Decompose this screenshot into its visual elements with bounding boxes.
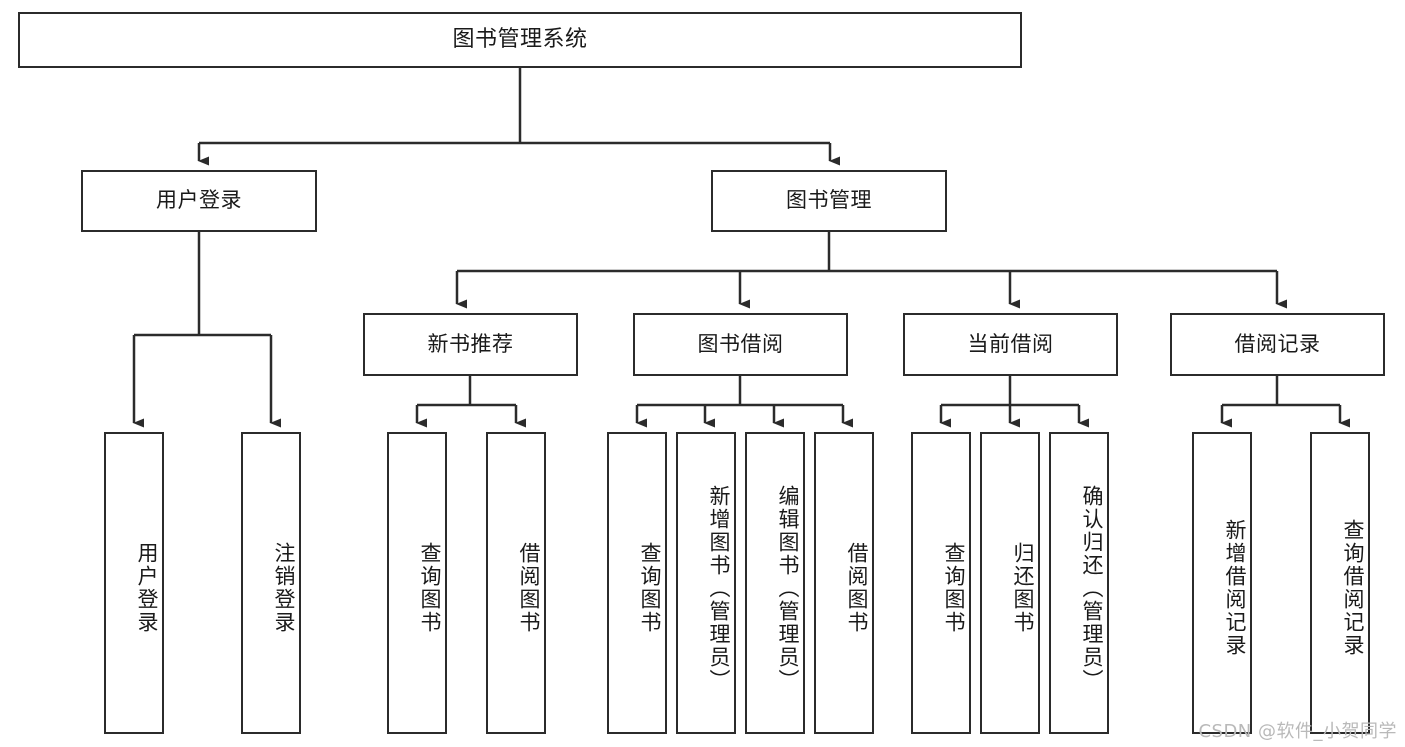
node-leaf-add-borrow-record[interactable]: 新增借阅记录 <box>1192 432 1252 734</box>
node-root-system[interactable]: 图书管理系统 <box>18 12 1022 68</box>
node-label: 借阅图书 <box>845 542 869 634</box>
node-label: 查询借阅记录 <box>1341 519 1365 657</box>
node-label: 借阅记录 <box>1234 331 1321 356</box>
node-leaf-add-book[interactable]: 新增图书（管理员） <box>676 432 736 734</box>
node-current-borrow[interactable]: 当前借阅 <box>903 313 1118 376</box>
node-label: 查询图书 <box>942 542 966 634</box>
node-label: 新增图书（管理员） <box>707 484 731 692</box>
node-leaf-query-book-borrow[interactable]: 查询图书 <box>607 432 667 734</box>
node-label: 注销登录 <box>272 542 296 634</box>
node-label: 新增借阅记录 <box>1223 519 1247 657</box>
node-label: 编辑图书（管理员） <box>776 484 800 692</box>
node-leaf-query-borrow-record[interactable]: 查询借阅记录 <box>1310 432 1370 734</box>
node-borrow-record[interactable]: 借阅记录 <box>1170 313 1385 376</box>
node-book-borrow[interactable]: 图书借阅 <box>633 313 848 376</box>
node-new-book-recommend[interactable]: 新书推荐 <box>363 313 578 376</box>
node-leaf-confirm-return[interactable]: 确认归还（管理员） <box>1049 432 1109 734</box>
node-label: 查询图书 <box>638 542 662 634</box>
node-book-management[interactable]: 图书管理 <box>711 170 947 232</box>
node-label: 用户登录 <box>135 542 159 634</box>
node-label: 图书管理系统 <box>452 26 588 52</box>
node-label: 归还图书 <box>1011 542 1035 634</box>
node-label: 当前借阅 <box>967 331 1054 356</box>
node-leaf-query-book-current[interactable]: 查询图书 <box>911 432 971 734</box>
node-label: 确认归还（管理员） <box>1080 484 1104 692</box>
node-leaf-borrow-book[interactable]: 借阅图书 <box>814 432 874 734</box>
node-leaf-edit-book[interactable]: 编辑图书（管理员） <box>745 432 805 734</box>
node-leaf-borrow-book-recommend[interactable]: 借阅图书 <box>486 432 546 734</box>
node-leaf-user-login[interactable]: 用户登录 <box>104 432 164 734</box>
node-label: 图书管理 <box>786 188 872 213</box>
node-leaf-logout[interactable]: 注销登录 <box>241 432 301 734</box>
node-label: 新书推荐 <box>427 331 514 356</box>
node-label: 图书借阅 <box>697 331 784 356</box>
node-leaf-query-book-recommend[interactable]: 查询图书 <box>387 432 447 734</box>
node-leaf-return-book[interactable]: 归还图书 <box>980 432 1040 734</box>
node-label: 查询图书 <box>418 542 442 634</box>
node-user-login[interactable]: 用户登录 <box>81 170 317 232</box>
node-label: 借阅图书 <box>517 542 541 634</box>
node-label: 用户登录 <box>156 188 242 213</box>
